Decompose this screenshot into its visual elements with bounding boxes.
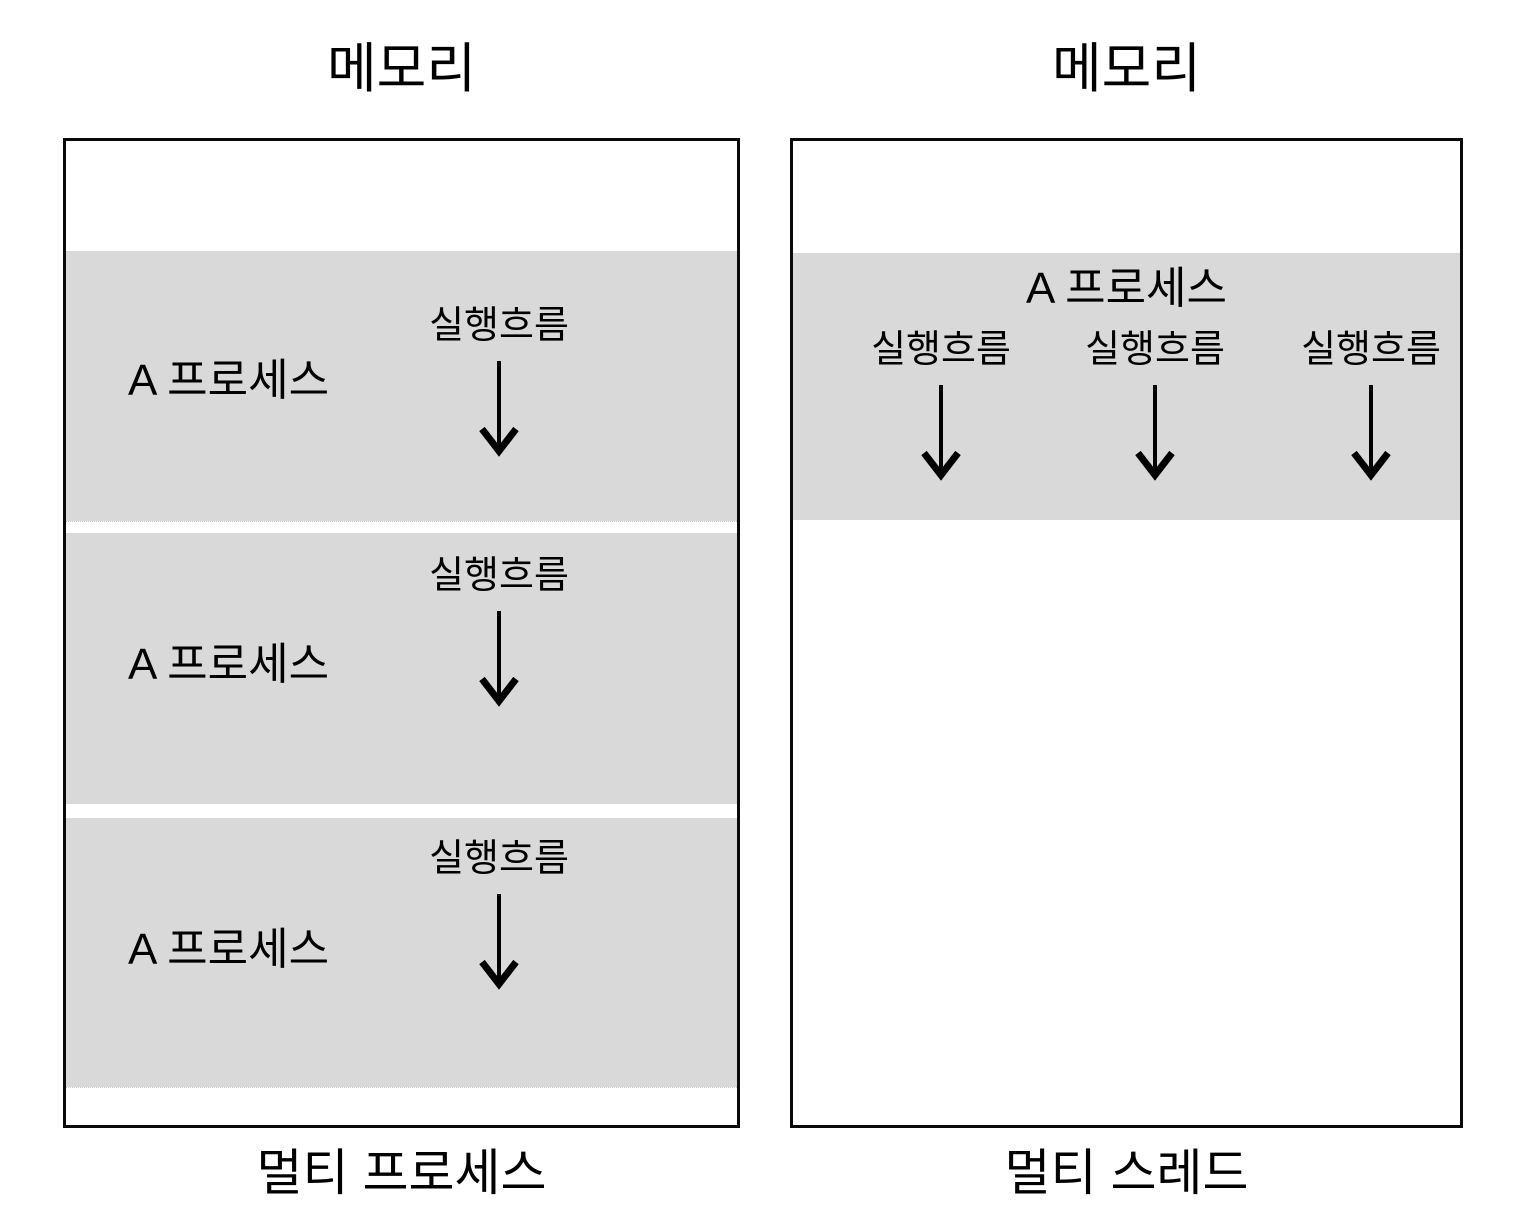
process-region: A 프로세스 실행흐름 실행흐름 실행흐름	[793, 253, 1460, 520]
process-label: A 프로세스	[128, 640, 330, 689]
down-arrow-icon	[1135, 385, 1175, 481]
execution-flow-label: 실행흐름	[871, 329, 1011, 371]
down-arrow-icon	[479, 611, 519, 707]
down-arrow-icon	[479, 894, 519, 990]
down-arrow-icon	[921, 385, 961, 481]
execution-flow-group: 실행흐름	[1055, 331, 1255, 483]
execution-flow-group: 실행흐름	[1271, 329, 1460, 483]
process-label: A 프로세스	[128, 356, 330, 405]
execution-flow-label: 실행흐름	[429, 305, 569, 347]
execution-flow-label: 실행흐름	[429, 555, 569, 597]
execution-flow-label: 실행흐름	[1301, 329, 1441, 371]
process-label: A 프로세스	[1025, 264, 1228, 313]
process-region: A 프로세스 실행흐름	[66, 251, 737, 522]
panel-title-multiprocess: 메모리	[326, 39, 477, 99]
execution-flow-group: 실행흐름	[841, 331, 1041, 483]
execution-flow-label: 실행흐름	[429, 838, 569, 880]
process-region: A 프로세스 실행흐름	[66, 818, 737, 1088]
down-arrow-icon	[1351, 385, 1391, 481]
execution-flow-group: 실행흐름	[399, 307, 599, 459]
process-label: A 프로세스	[128, 925, 330, 974]
memory-box-multithread: A 프로세스 실행흐름 실행흐름 실행흐름	[790, 138, 1463, 1128]
panel-title-multithread: 메모리	[1051, 39, 1202, 99]
execution-flow-group: 실행흐름	[399, 557, 599, 709]
execution-flow-label: 실행흐름	[1085, 329, 1225, 371]
down-arrow-icon	[479, 361, 519, 457]
process-region: A 프로세스 실행흐름	[66, 533, 737, 804]
memory-box-multiprocess: A 프로세스 실행흐름 A 프로세스 실행흐름 A 프로세스	[63, 138, 740, 1128]
caption-multiprocess: 멀티 프로세스	[256, 1145, 547, 1201]
caption-multithread: 멀티 스레드	[1004, 1145, 1249, 1201]
execution-flow-group: 실행흐름	[399, 840, 599, 992]
